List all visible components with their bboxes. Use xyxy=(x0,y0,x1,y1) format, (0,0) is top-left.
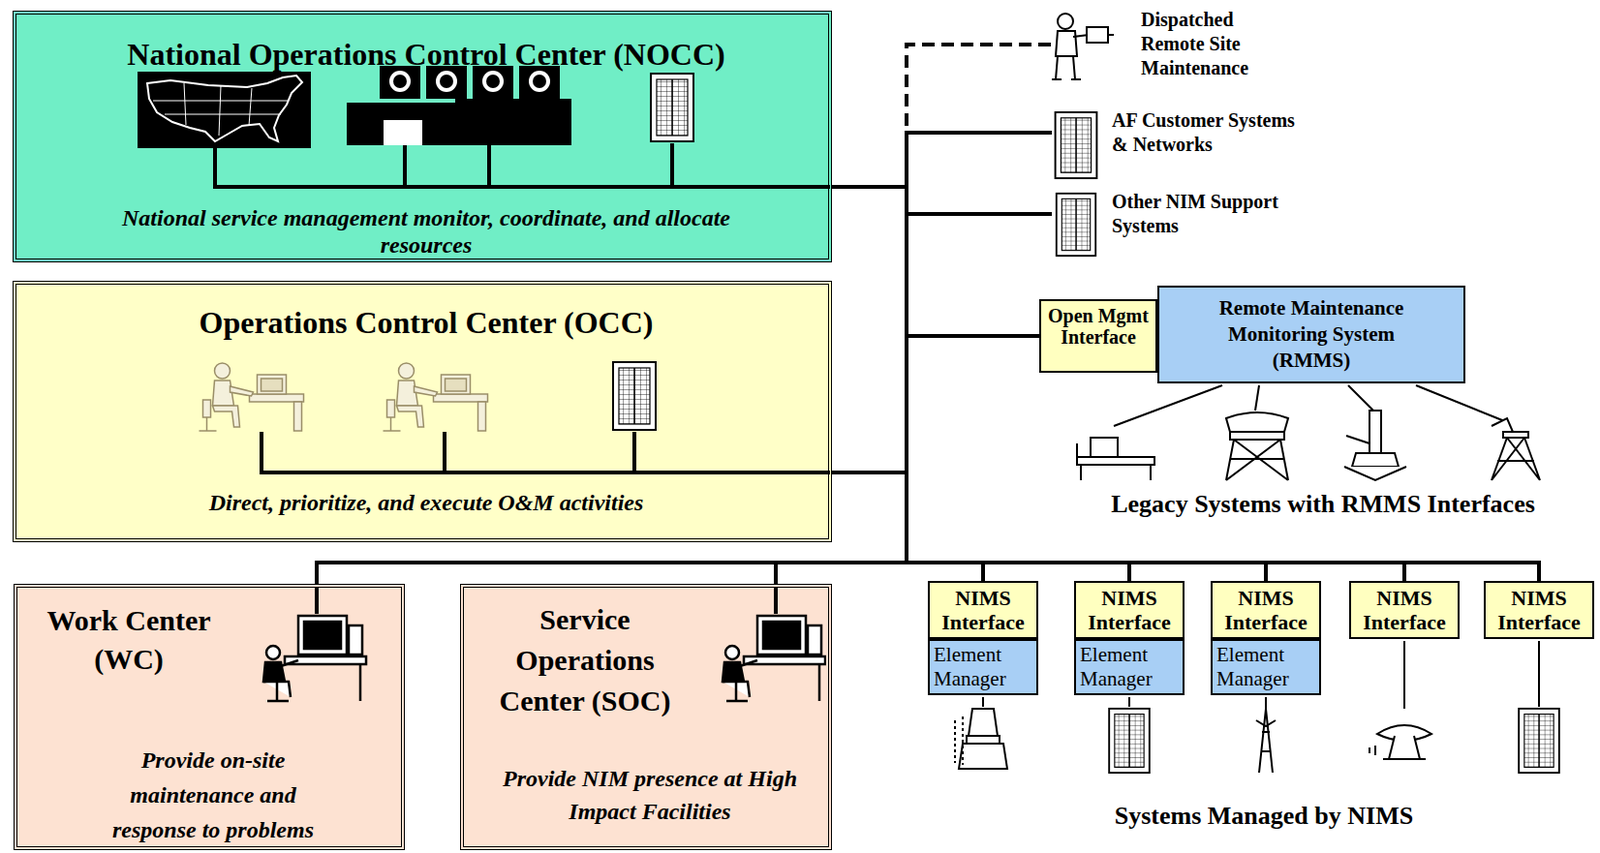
text-slot: NIMS Interface xyxy=(1212,585,1320,635)
node-heading: NIMS Interface xyxy=(1351,585,1458,635)
terminal-icon xyxy=(1076,437,1155,481)
text-slot: Direct, prioritize, and execute O&M acti… xyxy=(16,488,836,518)
network-bus-link xyxy=(831,472,1539,582)
node-heading: NIMS Interface xyxy=(1485,585,1593,635)
node-heading: NIMS Interface xyxy=(1076,585,1183,635)
console-icon xyxy=(346,65,572,146)
text-slot: National service management monitor, coo… xyxy=(96,204,756,259)
drop-wire xyxy=(316,586,776,615)
text-slot: NIMS Interface xyxy=(1351,585,1458,635)
label-slot: Systems Managed by NIMS xyxy=(1046,800,1482,832)
server-rack-icon xyxy=(1518,708,1560,773)
interface-box: NIMS Interface xyxy=(1074,581,1185,640)
text-slot: NIMS Interface xyxy=(929,585,1037,635)
group-caption: Systems Managed by NIMS xyxy=(1046,800,1482,832)
node-description: Provide NIM presence at High Impact Faci… xyxy=(494,762,805,829)
maintenance-node: Dispatched Remote Site Maintenance xyxy=(1051,5,1304,84)
text-slot: Service Operations Center (SOC) xyxy=(473,599,697,722)
text-slot: AF Customer Systems & Networks xyxy=(1111,108,1311,157)
text-slot: Provide NIM presence at High Impact Faci… xyxy=(494,762,805,829)
us-map-icon xyxy=(137,71,311,149)
text-slot: NIMS Interface xyxy=(1076,585,1183,635)
server-rack-icon xyxy=(1055,112,1098,179)
node-description: Provide on-site maintenance and response… xyxy=(87,742,339,848)
node-heading: Remote Maintenance Monitoring System (RM… xyxy=(1200,295,1423,374)
node-heading: NIMS Interface xyxy=(929,585,1037,635)
interface-box: NIMS Interface xyxy=(1483,581,1595,640)
network-bus-link xyxy=(831,186,1052,215)
text-slot: Open Mgmt Interface xyxy=(1041,305,1156,348)
node-description: National service management monitor, coo… xyxy=(96,204,756,259)
text-slot: Element Manager xyxy=(933,643,1035,692)
node-heading: NIMS Interface xyxy=(1212,585,1320,635)
text-slot: National Operations Control Center (NOCC… xyxy=(16,35,836,73)
network-bus-link xyxy=(831,472,1266,582)
interface-box: NIMS Interface xyxy=(1210,581,1322,640)
node-heading: Operations Control Center (OCC) xyxy=(16,304,836,341)
node-heading: Other NIM Support Systems xyxy=(1111,189,1311,239)
network-bus-link xyxy=(831,186,907,473)
beacon-icon xyxy=(954,708,1008,770)
node-heading: Work Center (WC) xyxy=(36,601,221,679)
operator-icon xyxy=(199,363,305,431)
interface-box: NIMS Interface xyxy=(1349,581,1460,640)
group-caption: Legacy Systems with RMMS Interfaces xyxy=(1051,489,1595,521)
node-heading: Element Manager xyxy=(1216,643,1318,692)
antenna-icon xyxy=(1344,410,1407,481)
text-slot: Remote Maintenance Monitoring System (RM… xyxy=(1200,295,1423,374)
network-bus-link xyxy=(831,186,1040,337)
server-rack-icon xyxy=(650,73,694,142)
center-box: Work Center (WC) Provide on-site maintena… xyxy=(13,584,405,851)
text-slot: Other NIM Support Systems xyxy=(1111,189,1311,239)
server-rack-icon xyxy=(613,362,656,431)
technician-icon xyxy=(1051,13,1114,80)
element-manager-box: Element Manager xyxy=(927,639,1039,696)
interface-box: Open Mgmt Interface xyxy=(1039,299,1158,373)
node-description: Direct, prioritize, and execute O&M acti… xyxy=(16,488,836,518)
system-node: AF Customer Systems & Networks xyxy=(1051,104,1343,161)
interface-box: NIMS Interface xyxy=(927,581,1039,640)
label-slot: Legacy Systems with RMMS Interfaces xyxy=(1051,489,1595,521)
element-leader xyxy=(983,641,1539,709)
radar-tower-icon xyxy=(1226,412,1289,481)
center-box: Service Operations Center (SOC) Provide N… xyxy=(460,584,832,851)
control-center-band: National Operations Control Center (NOCC… xyxy=(12,10,832,263)
text-slot: Provide on-site maintenance and response… xyxy=(87,742,339,848)
node-heading: National Operations Control Center (NOCC… xyxy=(16,35,836,73)
node-heading: Dispatched Remote Site Maintenance xyxy=(1140,7,1301,81)
system-node: Other NIM Support Systems xyxy=(1051,185,1343,243)
node-heading: Element Manager xyxy=(933,643,1035,692)
control-center-band: Operations Control Center (OCC)Direct, p… xyxy=(12,280,832,543)
workstation-icon xyxy=(263,615,367,702)
nocc-wiring xyxy=(215,143,831,187)
element-manager-box: Element Manager xyxy=(1074,639,1185,696)
network-bus-link xyxy=(831,472,1130,582)
text-slot: NIMS Interface xyxy=(1485,585,1593,635)
text-slot: Element Manager xyxy=(1079,643,1181,692)
element-manager-box: Element Manager xyxy=(1210,639,1322,696)
text-slot: Work Center (WC) xyxy=(36,601,221,679)
node-heading: AF Customer Systems & Networks xyxy=(1111,108,1311,157)
text-slot: Operations Control Center (OCC) xyxy=(16,304,836,341)
text-slot: Dispatched Remote Site Maintenance xyxy=(1140,7,1301,81)
dispatch-link xyxy=(831,44,1052,187)
monitoring-system-box: Remote Maintenance Monitoring System (RM… xyxy=(1157,285,1466,384)
text-slot: Element Manager xyxy=(1216,643,1318,692)
network-bus-link xyxy=(831,132,1052,187)
satellite-dish-icon xyxy=(1369,725,1432,760)
network-bus-link xyxy=(831,472,1405,582)
rmms-leader xyxy=(1113,385,1508,427)
node-heading: Element Manager xyxy=(1079,643,1181,692)
workstation-icon xyxy=(722,615,826,702)
server-rack-icon xyxy=(1056,193,1096,256)
occ-wiring xyxy=(261,431,831,473)
node-heading: Service Operations Center (SOC) xyxy=(473,599,697,722)
operator-icon xyxy=(383,363,489,431)
server-rack-icon xyxy=(1108,708,1150,773)
tower-icon xyxy=(1491,418,1540,481)
mast-icon xyxy=(1256,708,1276,773)
node-heading: Open Mgmt Interface xyxy=(1041,305,1156,348)
